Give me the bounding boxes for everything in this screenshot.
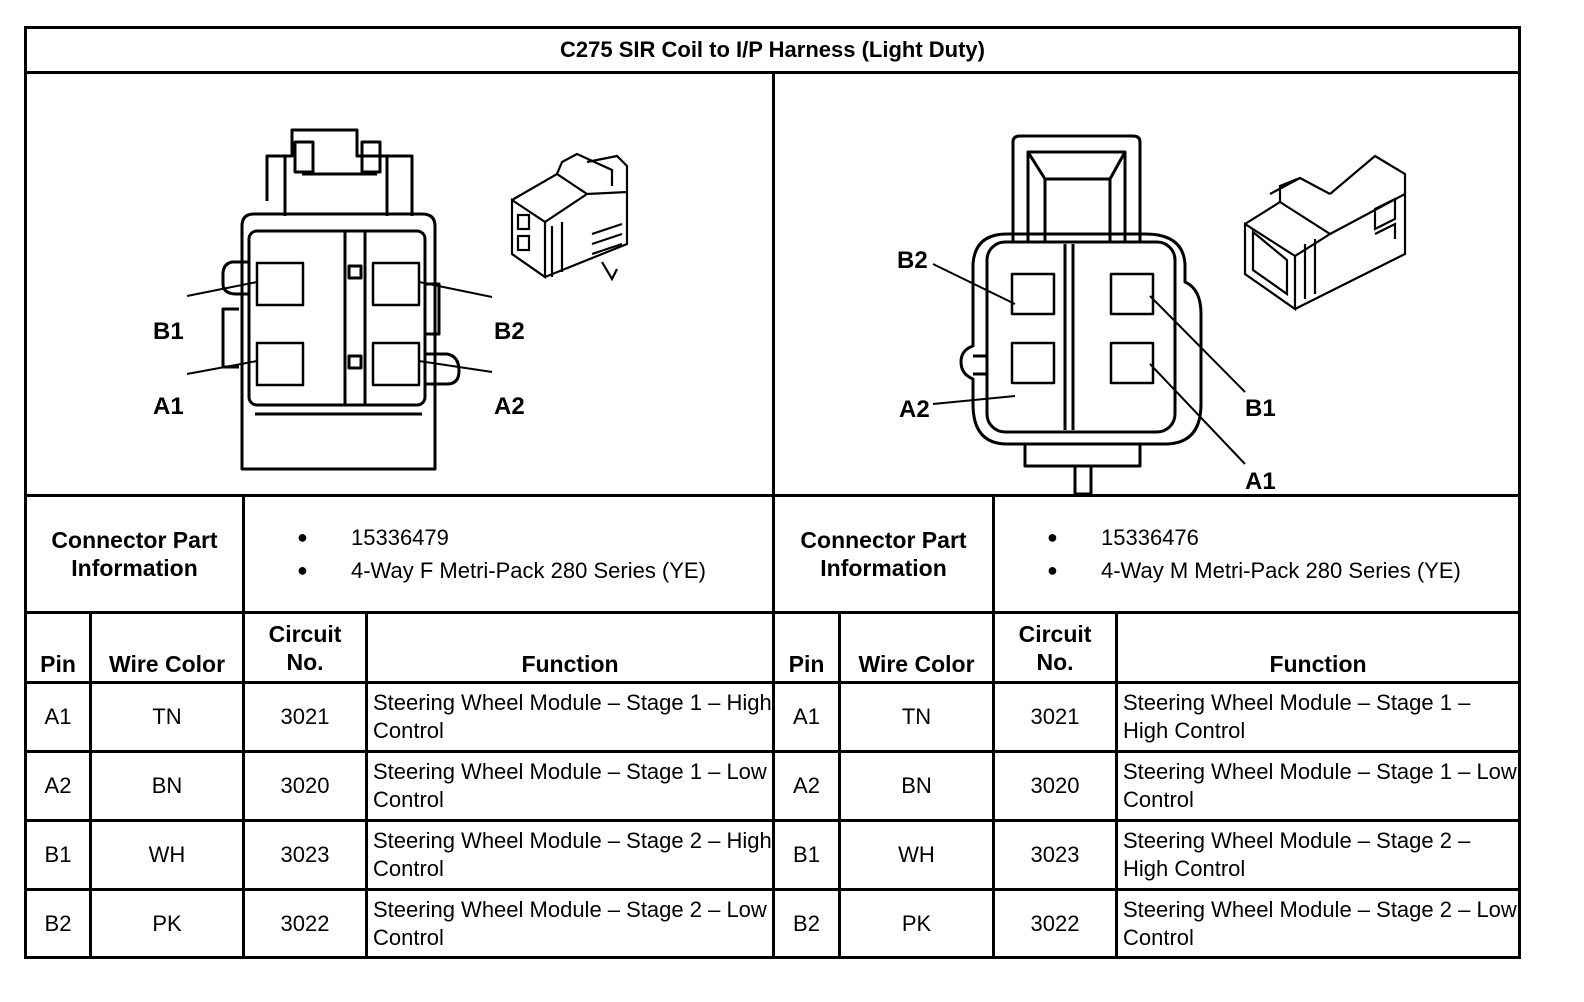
male-connector-3d-icon bbox=[1243, 154, 1407, 312]
cell-wire-color: TN bbox=[901, 704, 932, 729]
part-info-item: ●4-Way M Metri-Pack 280 Series (YE) bbox=[1047, 558, 1461, 583]
cell-wire-color: TN bbox=[152, 704, 182, 729]
female-connector-3d-icon bbox=[510, 152, 629, 282]
cell-pin: B1 bbox=[44, 842, 72, 867]
cell-circuit: 3021 bbox=[280, 704, 330, 729]
cell-function: Steering Wheel Module – Stage 1 – High C… bbox=[1123, 690, 1471, 743]
connector-sheet: C275 SIR Coil to I/P Harness (Light Duty… bbox=[24, 26, 1521, 959]
pin-label-a1: A1 bbox=[1245, 468, 1276, 495]
column-header-function: Function bbox=[521, 651, 619, 677]
pin-label-b2: B2 bbox=[494, 318, 525, 345]
cell-function: Steering Wheel Module – Stage 2 – High C… bbox=[1123, 828, 1471, 881]
cell-circuit: 3022 bbox=[280, 910, 330, 936]
page-title: C275 SIR Coil to I/P Harness (Light Duty… bbox=[560, 37, 985, 62]
cell-circuit: 3023 bbox=[280, 842, 330, 867]
cell-wire-color: BN bbox=[151, 773, 183, 798]
divider bbox=[1115, 611, 1118, 956]
divider bbox=[242, 494, 245, 956]
cell-wire-color: PK bbox=[152, 910, 182, 936]
cell-circuit: 3020 bbox=[280, 773, 330, 798]
cell-function: Steering Wheel Module – Stage 2 – Low Co… bbox=[373, 896, 767, 950]
column-header-circuit: Circuit No. bbox=[1018, 620, 1092, 675]
cell-circuit: 3020 bbox=[1030, 773, 1080, 798]
part-info-item: ●15336476 bbox=[1047, 525, 1199, 550]
cell-function: Steering Wheel Module – Stage 2 – Low Co… bbox=[1123, 896, 1517, 950]
column-header-pin: Pin bbox=[40, 651, 76, 677]
pin-label-b1: B1 bbox=[153, 318, 184, 345]
divider bbox=[838, 611, 841, 956]
part-info-item: ●4-Way F Metri-Pack 280 Series (YE) bbox=[297, 558, 706, 583]
cell-wire-color: BN bbox=[901, 773, 932, 798]
cell-wire-color: WH bbox=[898, 842, 935, 867]
cell-circuit: 3023 bbox=[1030, 842, 1080, 867]
cell-pin: B1 bbox=[793, 842, 820, 867]
cell-pin: A1 bbox=[44, 704, 72, 729]
connector-info-label: Connector Part Information bbox=[800, 527, 967, 581]
cell-function: Steering Wheel Module – Stage 1 – High C… bbox=[373, 690, 772, 743]
connector-info-label: Connector Part Information bbox=[51, 527, 218, 581]
column-header-pin: Pin bbox=[788, 651, 825, 677]
cell-function: Steering Wheel Module – Stage 2 – High C… bbox=[373, 828, 772, 881]
pin-label-a2: A2 bbox=[899, 396, 930, 423]
cell-wire-color: WH bbox=[148, 842, 186, 867]
divider bbox=[772, 71, 775, 956]
male-connector-diagram: B2 A2 B1 A1 bbox=[897, 134, 1407, 496]
column-header-wire-color: Wire Color bbox=[108, 651, 226, 677]
cell-pin: A2 bbox=[44, 773, 72, 798]
divider bbox=[992, 494, 995, 956]
cell-function: Steering Wheel Module – Stage 1 – Low Co… bbox=[373, 759, 767, 812]
part-info: ●15336479 ●4-Way F Metri-Pack 280 Series… bbox=[245, 497, 772, 611]
cell-wire-color: PK bbox=[901, 910, 932, 936]
cell-pin: B2 bbox=[793, 910, 820, 936]
divider bbox=[365, 611, 368, 956]
pin-label-b1: B1 bbox=[1245, 395, 1276, 422]
cell-pin: A1 bbox=[793, 704, 820, 729]
column-header-function: Function bbox=[1269, 651, 1367, 677]
part-info: ●15336476 ●4-Way M Metri-Pack 280 Series… bbox=[995, 497, 1518, 611]
pin-label-b2: B2 bbox=[897, 247, 928, 274]
cell-pin: A2 bbox=[793, 773, 820, 798]
column-header-wire-color: Wire Color bbox=[858, 651, 975, 677]
female-connector-diagram: B1 A1 B2 A2 bbox=[153, 128, 629, 471]
pin-label-a1: A1 bbox=[153, 393, 184, 420]
pin-label-a2: A2 bbox=[494, 393, 525, 420]
cell-function: Steering Wheel Module – Stage 1 – Low Co… bbox=[1123, 759, 1517, 812]
part-info-item: ●15336479 bbox=[297, 525, 449, 550]
cell-circuit: 3021 bbox=[1030, 704, 1080, 729]
cell-circuit: 3022 bbox=[1030, 910, 1080, 936]
cell-pin: B2 bbox=[44, 910, 72, 936]
divider bbox=[89, 611, 92, 956]
column-header-circuit: Circuit No. bbox=[268, 620, 342, 675]
